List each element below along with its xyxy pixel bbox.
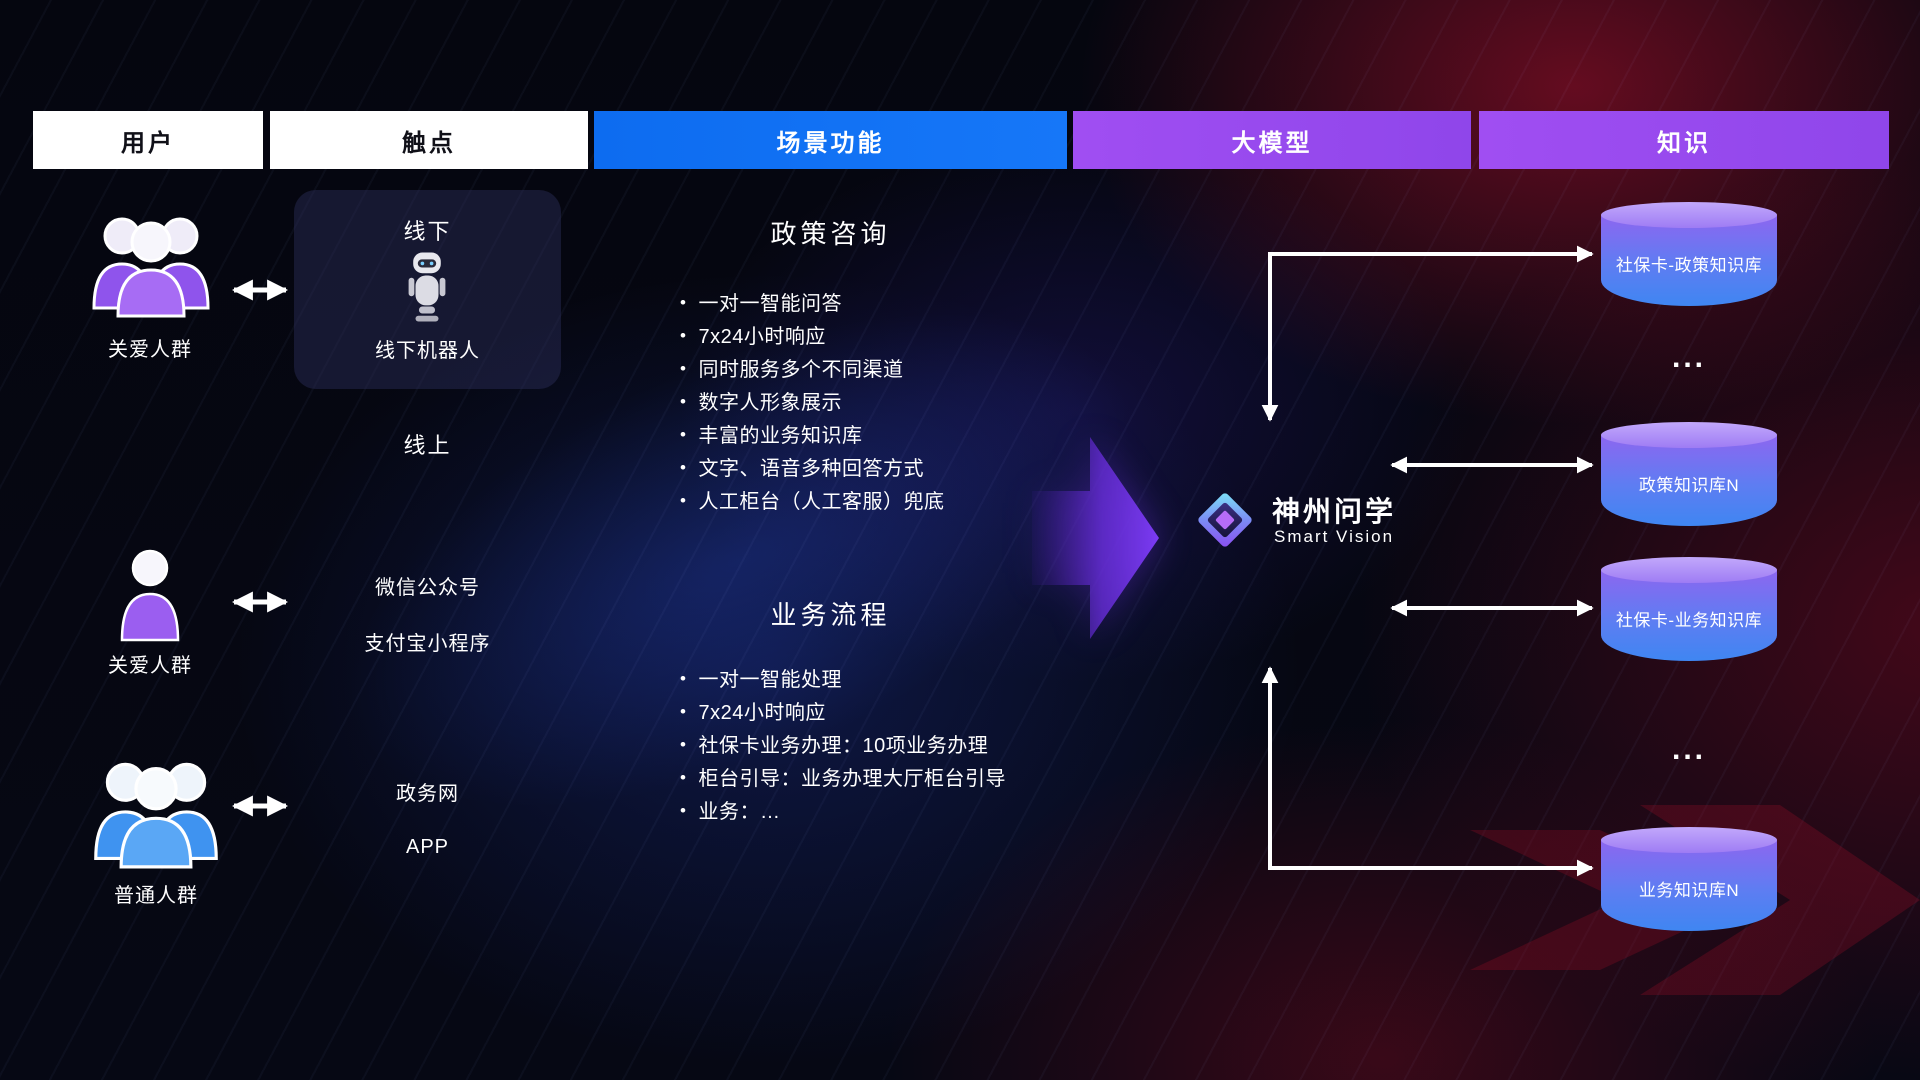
header-knowledge: 知识 bbox=[1479, 111, 1889, 169]
header-scene: 场景功能 bbox=[594, 111, 1067, 169]
user-group3-label: 普通人群 bbox=[114, 885, 198, 907]
offline-robot-label: 线下机器人 bbox=[375, 340, 480, 362]
kb-label: 业务知识库N bbox=[1638, 880, 1740, 900]
robot-icon bbox=[408, 252, 446, 322]
model-subtitle: Smart Vision bbox=[1274, 527, 1395, 546]
ordinary-group-icon bbox=[94, 762, 218, 869]
cylinder-body bbox=[1601, 840, 1777, 931]
business-feature-item: 业务：… bbox=[680, 796, 1006, 829]
kb-label: 社保卡-业务知识库 bbox=[1615, 610, 1763, 630]
cylinder-body bbox=[1601, 570, 1777, 661]
kb-ellipsis-1: ... bbox=[1671, 341, 1706, 374]
cylinder-top bbox=[1601, 557, 1777, 583]
channel-gov: 政务网 bbox=[396, 783, 459, 805]
header-user: 用户 bbox=[33, 111, 263, 169]
policy-feature-item: 一对一智能问答 bbox=[680, 288, 944, 321]
flow-arrow-icon bbox=[1032, 437, 1159, 639]
policy-feature-item: 文字、语音多种回答方式 bbox=[680, 453, 944, 486]
cylinder-body bbox=[1601, 215, 1777, 306]
channel-wechat: 微信公众号 bbox=[375, 577, 480, 599]
policy-feature-item: 人工柜台（人工客服）兜底 bbox=[680, 486, 944, 519]
model-name: 神州问学 bbox=[1272, 496, 1397, 527]
header-model: 大模型 bbox=[1073, 111, 1471, 169]
header-touchpoint: 触点 bbox=[270, 111, 588, 169]
kb-label: 政策知识库N bbox=[1638, 475, 1740, 495]
policy-feature-item: 7x24小时响应 bbox=[680, 321, 944, 354]
business-feature-list: 一对一智能处理 7x24小时响应 社保卡业务办理：10项业务办理 柜台引导：业务… bbox=[680, 664, 1006, 829]
policy-feature-item: 丰富的业务知识库 bbox=[680, 420, 944, 453]
cylinder-body bbox=[1601, 435, 1777, 526]
policy-section-title: 政策咨询 bbox=[770, 219, 891, 249]
policy-feature-item: 数字人形象展示 bbox=[680, 387, 944, 420]
care-group-icon bbox=[92, 217, 210, 318]
cylinder-top bbox=[1601, 827, 1777, 853]
channel-app: APP bbox=[405, 836, 450, 858]
kb-cylinder-business-n: 业务知识库N bbox=[1601, 827, 1777, 931]
channel-alipay: 支付宝小程序 bbox=[364, 633, 491, 655]
care-person-icon bbox=[120, 549, 180, 642]
kb-cylinder-policy-socialcard: 社保卡-政策知识库 bbox=[1601, 202, 1777, 306]
business-feature-item: 社保卡业务办理：10项业务办理 bbox=[680, 730, 1006, 763]
business-feature-item: 一对一智能处理 bbox=[680, 664, 1006, 697]
kb-cylinder-business-socialcard: 社保卡-业务知识库 bbox=[1601, 557, 1777, 661]
user-group1-label: 关爱人群 bbox=[108, 339, 192, 361]
policy-feature-item: 同时服务多个不同渠道 bbox=[680, 354, 944, 387]
smart-vision-logo-icon bbox=[1198, 493, 1252, 547]
policy-feature-list: 一对一智能问答 7x24小时响应 同时服务多个不同渠道 数字人形象展示 丰富的业… bbox=[680, 288, 944, 519]
kb-label: 社保卡-政策知识库 bbox=[1615, 255, 1763, 275]
business-feature-item: 7x24小时响应 bbox=[680, 697, 1006, 730]
business-section-title: 业务流程 bbox=[770, 600, 891, 630]
kb-cylinder-policy-n: 政策知识库N bbox=[1601, 422, 1777, 526]
offline-title: 线下 bbox=[403, 219, 452, 244]
cylinder-top bbox=[1601, 422, 1777, 448]
business-feature-item: 柜台引导：业务办理大厅柜台引导 bbox=[680, 763, 1006, 796]
online-title: 线上 bbox=[403, 433, 452, 458]
cylinder-top bbox=[1601, 202, 1777, 228]
user-group2-label: 关爱人群 bbox=[108, 655, 192, 677]
kb-ellipsis-2: ... bbox=[1671, 733, 1706, 766]
